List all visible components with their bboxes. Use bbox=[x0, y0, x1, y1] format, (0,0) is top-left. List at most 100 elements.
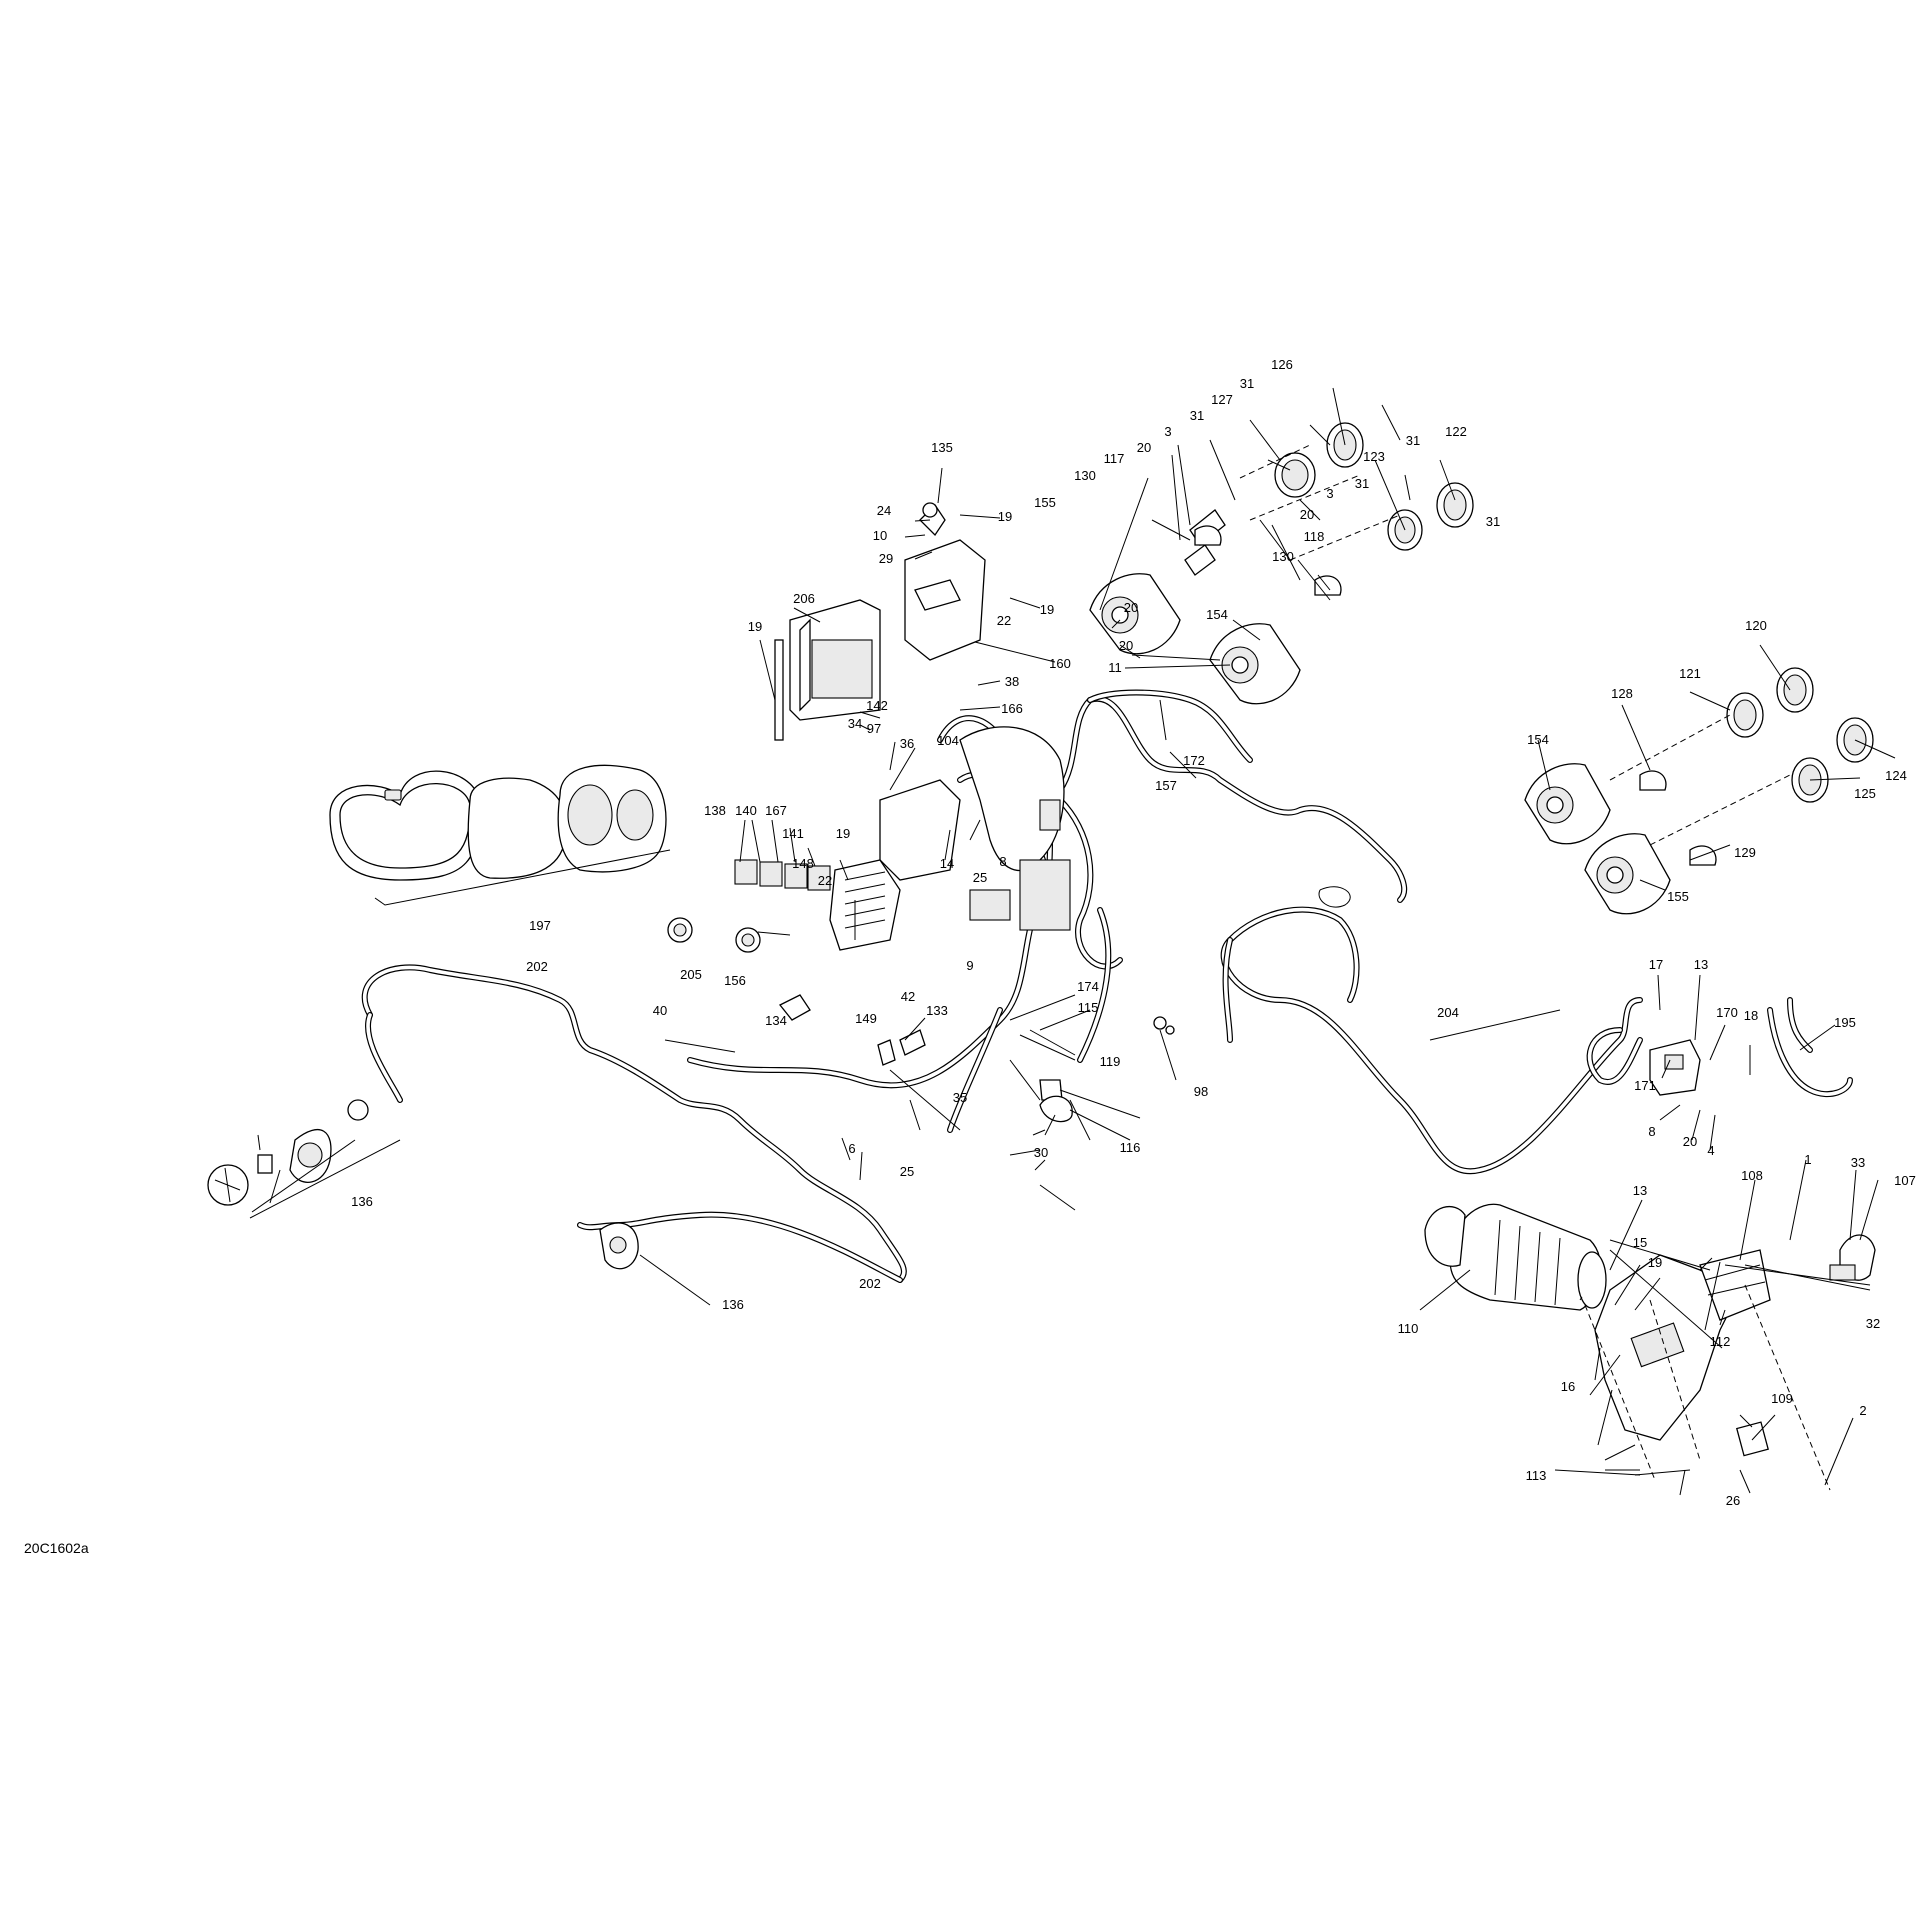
leader-lines bbox=[249, 387, 1896, 1496]
callout-label: 18 bbox=[1744, 1008, 1758, 1023]
callout-label: 34 bbox=[848, 716, 862, 731]
callout-label: 174 bbox=[1077, 979, 1099, 994]
callout-label: 9 bbox=[966, 958, 973, 973]
callout-label: 11 bbox=[1108, 660, 1122, 675]
callout-label: 170 bbox=[1716, 1005, 1738, 1020]
callout-label: 141 bbox=[782, 826, 804, 841]
callout-label: 119 bbox=[1100, 1054, 1121, 1069]
callout-label: 31 bbox=[1486, 514, 1500, 529]
callout-label: 16 bbox=[1561, 1379, 1575, 1394]
callout-label: 31 bbox=[1240, 376, 1254, 391]
callout-label: 154 bbox=[1206, 607, 1228, 622]
harness-connector-cluster bbox=[959, 726, 1071, 931]
callout-label: 154 bbox=[1527, 732, 1549, 747]
winch-harness-204 bbox=[1220, 906, 1643, 1175]
callout-label: 121 bbox=[1679, 666, 1701, 681]
small-switches-205-156-134 bbox=[667, 917, 811, 1021]
callout-label: 30 bbox=[1034, 1145, 1048, 1160]
callout-label: 2 bbox=[1859, 1403, 1866, 1418]
callout-label: 4 bbox=[1707, 1143, 1714, 1158]
callout-label: 149 bbox=[855, 1011, 877, 1026]
callout-label: 98 bbox=[1194, 1084, 1208, 1099]
callout-label: 125 bbox=[1854, 786, 1876, 801]
callout-label: 122 bbox=[1445, 424, 1467, 439]
callout-label: 3 bbox=[1164, 424, 1171, 439]
accessory-lights-136 bbox=[207, 1099, 639, 1270]
callout-label: 25 bbox=[900, 1164, 914, 1179]
callout-label: 166 bbox=[1001, 701, 1023, 716]
callout-label: 129 bbox=[1734, 845, 1756, 860]
callout-label: 25 bbox=[973, 870, 987, 885]
callout-label: 20 bbox=[1683, 1134, 1697, 1149]
callout-label: 148 bbox=[792, 856, 814, 871]
callout-label: 155 bbox=[1667, 889, 1689, 904]
headlight-assembly-154-upper bbox=[1209, 623, 1301, 705]
callout-label: 19 bbox=[998, 509, 1012, 524]
callout-label: 134 bbox=[765, 1013, 787, 1028]
callout-label: 136 bbox=[351, 1194, 373, 1209]
callout-label: 109 bbox=[1771, 1391, 1793, 1406]
callout-label: 126 bbox=[1271, 357, 1293, 372]
callout-label: 202 bbox=[526, 959, 548, 974]
callout-label: 202 bbox=[859, 1276, 881, 1291]
callout-label: 104 bbox=[937, 733, 959, 748]
part-callouts: 135 24 19 10 29 19 22 206 19 160 38 142 … bbox=[351, 357, 1916, 1508]
callout-label: 160 bbox=[1049, 656, 1071, 671]
callout-label: 130 bbox=[1074, 468, 1096, 483]
callout-label: 112 bbox=[1710, 1334, 1731, 1349]
callout-label: 3 bbox=[1326, 486, 1333, 501]
callout-label: 14 bbox=[940, 856, 954, 871]
winch-mount-plate-112 bbox=[1594, 1249, 1771, 1441]
lamp-rings-upper bbox=[1194, 422, 1474, 596]
callout-label: 15 bbox=[1633, 1235, 1647, 1250]
callout-label: 17 bbox=[1649, 957, 1663, 972]
callout-label: 38 bbox=[1005, 674, 1019, 689]
callout-label: 204 bbox=[1437, 1005, 1459, 1020]
winch-contactor-171 bbox=[1649, 1039, 1701, 1096]
callout-label: 123 bbox=[1363, 449, 1385, 464]
fuse-box-104-and-relays bbox=[734, 779, 961, 951]
ecm-206-and-bracket-160 bbox=[774, 502, 986, 741]
callout-label: 195 bbox=[1834, 1015, 1856, 1030]
callout-label: 22 bbox=[818, 873, 832, 888]
winch-switch-harness-195 bbox=[1767, 997, 1853, 1098]
headlights-right-154-155 bbox=[1524, 667, 1874, 915]
callout-label: 124 bbox=[1885, 768, 1907, 783]
callout-label: 33 bbox=[1851, 1155, 1865, 1170]
callout-label: 136 bbox=[722, 1297, 744, 1312]
winch-switch-107 bbox=[1829, 1234, 1876, 1281]
callout-label: 32 bbox=[1866, 1316, 1880, 1331]
callout-label: 206 bbox=[793, 591, 815, 606]
callout-label: 155 bbox=[1034, 495, 1056, 510]
callout-label: 13 bbox=[1633, 1183, 1647, 1198]
callout-label: 8 bbox=[999, 854, 1006, 869]
callout-label: 205 bbox=[680, 967, 702, 982]
callout-label: 31 bbox=[1406, 433, 1420, 448]
callout-label: 19 bbox=[836, 826, 850, 841]
callout-label: 107 bbox=[1894, 1173, 1916, 1188]
callout-label: 135 bbox=[931, 440, 953, 455]
callout-label: 22 bbox=[997, 613, 1011, 628]
callout-label: 167 bbox=[765, 803, 787, 818]
callout-label: 35 bbox=[953, 1090, 967, 1105]
callout-label: 171 bbox=[1634, 1078, 1656, 1093]
callout-label: 20 bbox=[1119, 638, 1133, 653]
callout-label: 8 bbox=[1648, 1124, 1655, 1139]
callout-label: 31 bbox=[1355, 476, 1369, 491]
main-wiring-harness bbox=[687, 689, 1408, 1133]
callout-label: 120 bbox=[1745, 618, 1767, 633]
diagram-code: 20C1602a bbox=[24, 1540, 89, 1556]
callout-label: 140 bbox=[735, 803, 757, 818]
callout-label: 20 bbox=[1137, 440, 1151, 455]
callout-label: 117 bbox=[1104, 451, 1125, 466]
callout-label: 31 bbox=[1190, 408, 1204, 423]
callout-label: 115 bbox=[1078, 1000, 1099, 1015]
callout-label: 6 bbox=[848, 1141, 855, 1156]
misc-clips bbox=[877, 886, 1351, 1123]
callout-label: 156 bbox=[724, 973, 746, 988]
callout-label: 13 bbox=[1694, 957, 1708, 972]
callout-label: 110 bbox=[1398, 1321, 1419, 1336]
winch-110 bbox=[1424, 1203, 1607, 1311]
callout-label: 116 bbox=[1120, 1140, 1141, 1155]
